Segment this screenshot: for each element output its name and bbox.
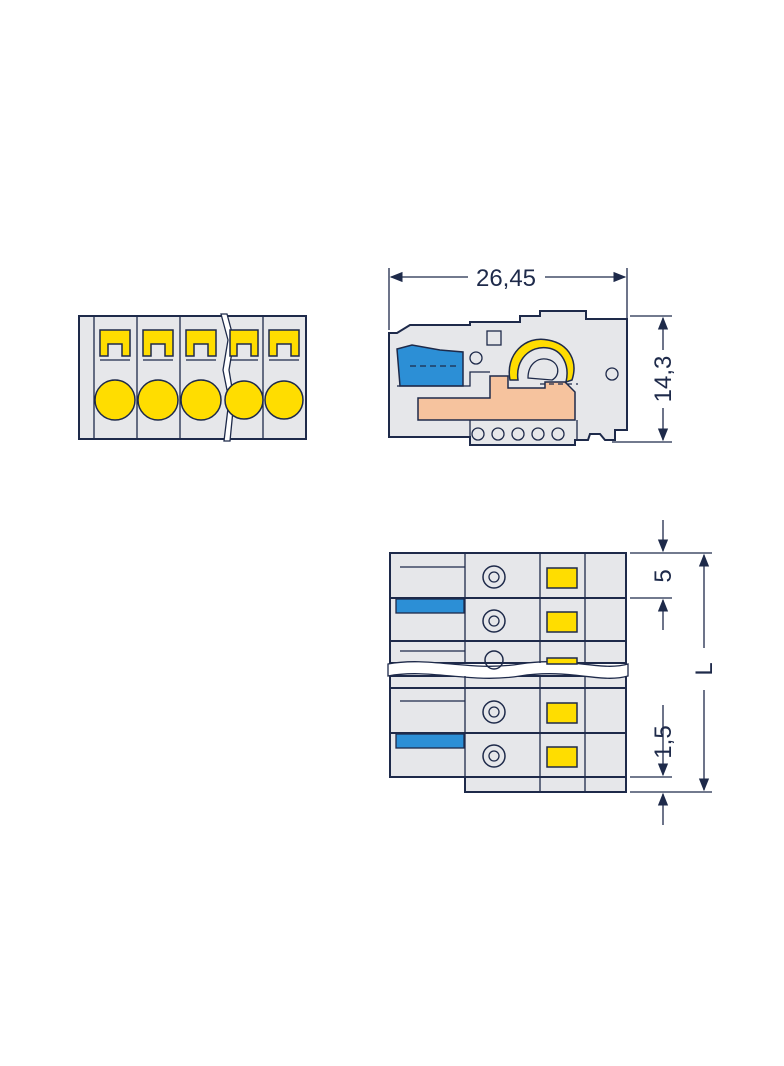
front-view-icon (78, 313, 307, 442)
dimension-height: 14,3 (650, 316, 677, 442)
dimension-offset: 1,5 (650, 705, 677, 825)
top-view-icon (387, 552, 629, 793)
dimension-pitch: 5 (650, 520, 677, 630)
offset-label: 1,5 (650, 725, 677, 758)
dimension-overall-length: 26,45 (389, 265, 627, 292)
test-openings (482, 565, 506, 768)
length-label: L (691, 662, 718, 675)
side-view-icon (388, 268, 672, 446)
top-actuators (546, 567, 578, 768)
height-label: 14,3 (650, 356, 677, 403)
pitch-label: 5 (650, 569, 677, 582)
overall-length-label: 26,45 (476, 265, 536, 292)
dimension-length: L (691, 553, 718, 792)
front-contacts (94, 329, 304, 421)
